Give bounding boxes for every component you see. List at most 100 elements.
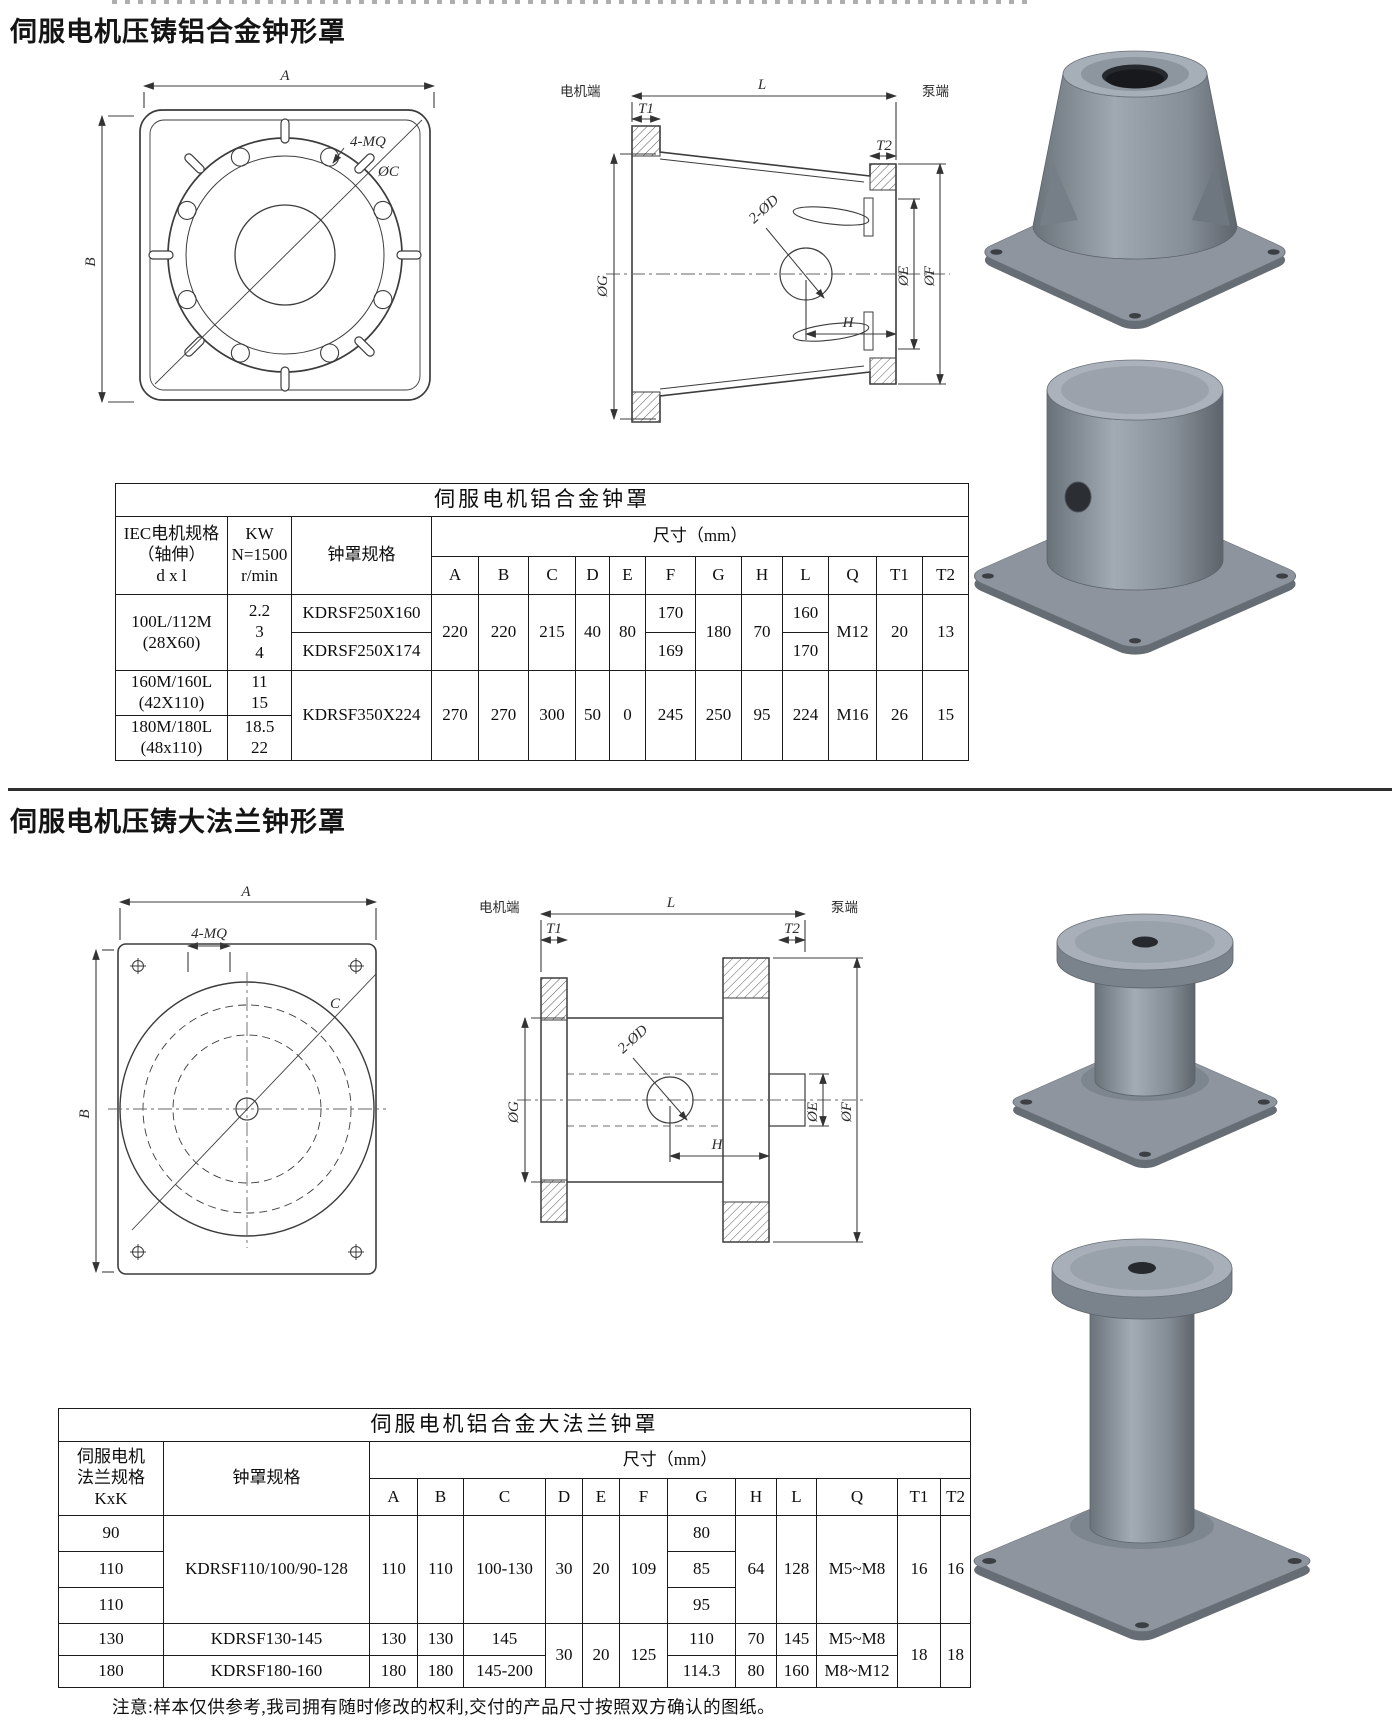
col-header-t2: T2 <box>939 1478 972 1516</box>
header-line: KxK <box>94 1488 128 1508</box>
spool-section-outline <box>541 958 805 1242</box>
cell-l: 160 <box>776 1655 817 1688</box>
cell-e: 0 <box>609 670 646 761</box>
dim-l-label: L <box>666 895 675 911</box>
holes-label: 4-MQ <box>350 134 386 150</box>
cell-d: 50 <box>575 670 610 761</box>
col-header-dims: 尺寸（mm） <box>430 516 970 557</box>
section2-title: 伺服电机压铸大法兰钟形罩 <box>10 807 346 837</box>
spool-body <box>1051 1238 1233 1549</box>
col-header-t1: T1 <box>876 556 923 595</box>
cell-e: 80 <box>609 594 646 671</box>
cell-t2: 18 <box>939 1623 972 1688</box>
bore-callout <box>766 228 832 300</box>
col-header-b: B <box>478 556 529 595</box>
render-spool-bell-large <box>973 1238 1311 1641</box>
table-row: 伺服电机铝合金钟罩 <box>114 483 970 517</box>
cell-motor: 160M/160L (42X110) <box>115 670 228 716</box>
dia-dims <box>610 152 946 421</box>
cylinder-body <box>1046 359 1224 591</box>
table-row: 伺服电机铝合金大法兰钟罩 <box>57 1408 972 1442</box>
t1-label: T1 <box>638 101 654 117</box>
cell-t2: 13 <box>921 594 970 671</box>
base-plate <box>973 1490 1311 1641</box>
cell-spec: KDRSF250X160 <box>291 594 432 633</box>
t2-label: T2 <box>784 921 800 937</box>
col-header-a: A <box>369 1478 418 1516</box>
dia-f-label: ØF <box>839 1101 855 1123</box>
table-aluminum-bell: 伺服电机铝合金钟罩 IEC电机规格 （轴伸） d x l KW N=1500 r… <box>114 483 970 761</box>
cell-t2: 16 <box>939 1515 972 1624</box>
dimension-lines <box>630 92 898 160</box>
table-row: KDRSF250X174 169 170 <box>116 632 969 671</box>
col-header-d: D <box>575 556 610 595</box>
cell-line: 3 <box>255 622 264 642</box>
pump-end-label: 泵端 <box>831 900 858 915</box>
cell-line: (28X60) <box>142 632 201 652</box>
table-row: 130 KDRSF130-145 130 130 145 30 20 125 1… <box>58 1623 972 1688</box>
cell-q: M16 <box>828 670 877 761</box>
header-line: N=1500 <box>231 545 288 565</box>
dimension-lines <box>539 910 807 972</box>
cell-spec: KDRSF350X224 <box>291 670 432 761</box>
cell-t1: 20 <box>876 594 923 671</box>
cell-d: 30 <box>545 1623 583 1688</box>
table1-title: 伺服电机铝合金钟罩 <box>114 483 970 517</box>
table-large-flange-bell: 伺服电机铝合金大法兰钟罩 伺服电机 法兰规格 KxK 钟罩规格 尺寸（mm） A… <box>57 1408 972 1688</box>
cell-g: 114.3 <box>667 1655 736 1688</box>
cell-c: 215 <box>528 594 576 671</box>
table-row: 90 KDRSF110/100/90-128 110 110 100-130 3… <box>58 1515 972 1624</box>
table-row: 伺服电机 法兰规格 KxK 钟罩规格 尺寸（mm） <box>58 1441 972 1516</box>
cell-l: 128 <box>776 1515 817 1624</box>
holes-label: 2-ØD <box>615 1022 651 1057</box>
front-view-drawing-1: A B 4-MQ ØC <box>83 68 436 404</box>
dia-f-label: ØF <box>922 265 938 287</box>
cell-kw: 11 15 <box>227 670 292 716</box>
col-header-c: C <box>528 556 576 595</box>
cell-e: 20 <box>582 1515 620 1624</box>
cell-l: 160 <box>782 594 829 633</box>
col-header-h: H <box>741 556 783 595</box>
cell-line: 18.5 <box>244 717 275 737</box>
cell-line: 22 <box>251 738 268 757</box>
table-row: 110 85 <box>58 1551 971 1588</box>
dimension-lines <box>98 82 436 404</box>
col-header-f: F <box>619 1478 668 1516</box>
cell-motor: 180M/180L (48x110) <box>115 715 228 761</box>
cell-t1: 18 <box>897 1623 941 1688</box>
cell-q: M8~M12 <box>816 1655 898 1688</box>
cell-line: 4 <box>255 642 264 662</box>
corner-holes <box>130 958 364 1260</box>
render-cylinder-bell <box>973 359 1297 655</box>
header-line: r/min <box>241 565 278 585</box>
cell-l: 224 <box>782 670 829 761</box>
cell-spec: KDRSF250X174 <box>291 632 432 671</box>
cell-h: 80 <box>735 1655 777 1688</box>
col-header-g: G <box>667 1478 736 1516</box>
header-line: 法兰规格 <box>77 1468 145 1488</box>
table-row: 160M/160L (42X110) 11 15 KDRSF350X224 27… <box>115 670 970 761</box>
col-header-b: B <box>417 1478 464 1516</box>
col-header-f: F <box>645 556 696 595</box>
cell-b: 130 <box>417 1623 464 1656</box>
t1-label: T1 <box>546 921 562 937</box>
dim-label-b: B <box>83 257 99 266</box>
cell-f: 125 <box>619 1623 668 1688</box>
cell-line: 180M/180L <box>130 717 213 737</box>
header-line: d x l <box>156 565 187 585</box>
col-header-l: L <box>776 1478 817 1516</box>
side-view-drawing-1: 电机端 泵端 L T1 T2 2-ØD <box>560 77 958 442</box>
cell-b: 270 <box>478 670 529 761</box>
cell-f: 170 <box>645 594 696 633</box>
cropped-text-strip <box>112 0 1034 4</box>
dim-l-label: L <box>757 77 766 93</box>
table-row: 180M/180L (48x110) 18.5 22 <box>115 715 969 761</box>
cell-g: 85 <box>667 1551 736 1588</box>
cell-t2: 15 <box>921 670 970 761</box>
base-plate <box>1012 1043 1278 1169</box>
cell-line: 2.2 <box>248 601 271 621</box>
center-diagonal <box>155 120 422 384</box>
table-row: A B C D E F G H L Q T1 T2 <box>59 1478 972 1516</box>
pump-end-label: 泵端 <box>922 84 949 99</box>
table-row: 110 95 <box>58 1587 971 1624</box>
